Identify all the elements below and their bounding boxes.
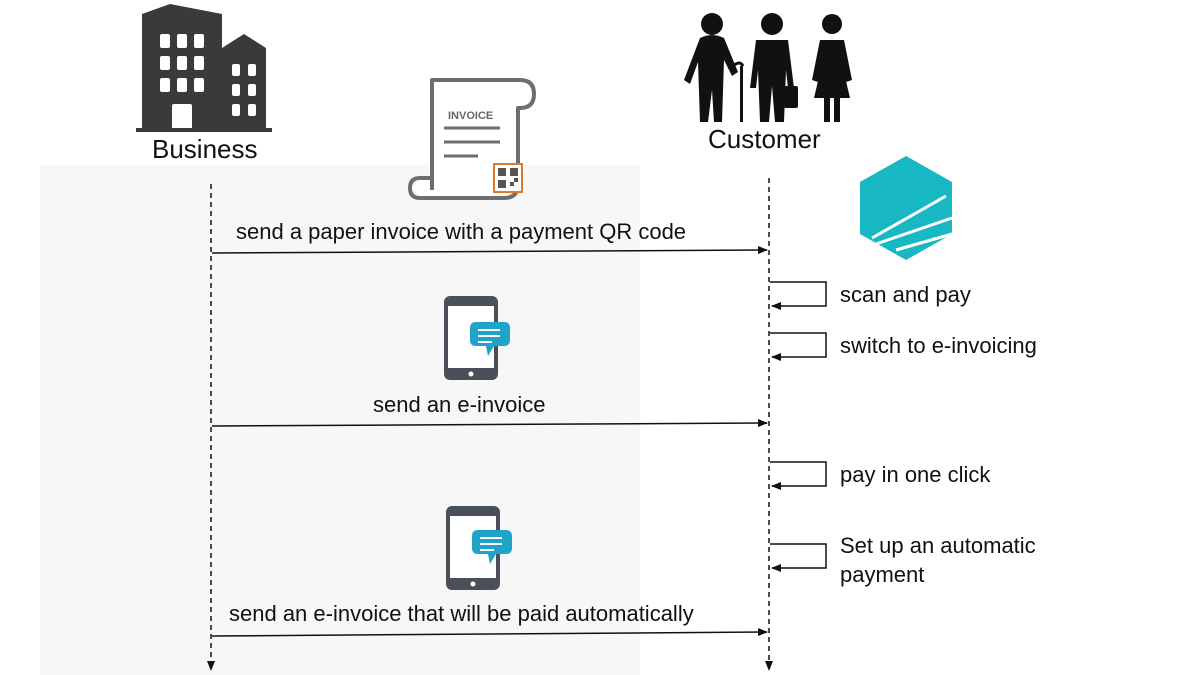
people-group-icon [684,13,852,122]
pay-one-click-label: pay in one click [840,462,991,487]
hexagon-logo-icon [860,156,953,260]
scan-pay-label: scan and pay [840,282,971,307]
office-building-icon [136,4,272,132]
setup-auto-label-line2: payment [840,562,925,587]
invoice-title: INVOICE [448,110,493,122]
business-label: Business [152,134,258,164]
switch-einvoicing-label: switch to e-invoicing [840,333,1037,358]
switch-einvoicing-self-arrow [770,332,827,361]
qr-code-icon [493,163,523,193]
paper-invoice-arrow [211,246,768,255]
einvoice-auto-arrow [211,628,768,637]
invoice-scroll-icon: INVOICE [408,78,536,200]
background-panel [40,165,640,675]
send-einvoice-label: send an e-invoice [373,392,546,417]
customer-label: Customer [708,124,821,154]
einvoice-arrow [211,419,768,428]
setup-auto-label-line1: Set up an automatic [840,533,1036,558]
smartphone-message-icon-2 [446,506,512,590]
send-einvoice-auto-label: send an e-invoice that will be paid auto… [229,601,694,626]
smartphone-message-icon [444,296,510,380]
scan-pay-self-arrow [770,281,827,310]
setup-auto-self-arrow [770,543,827,572]
pay-one-click-self-arrow [770,461,827,490]
paper-invoice-label: send a paper invoice with a payment QR c… [236,219,687,244]
